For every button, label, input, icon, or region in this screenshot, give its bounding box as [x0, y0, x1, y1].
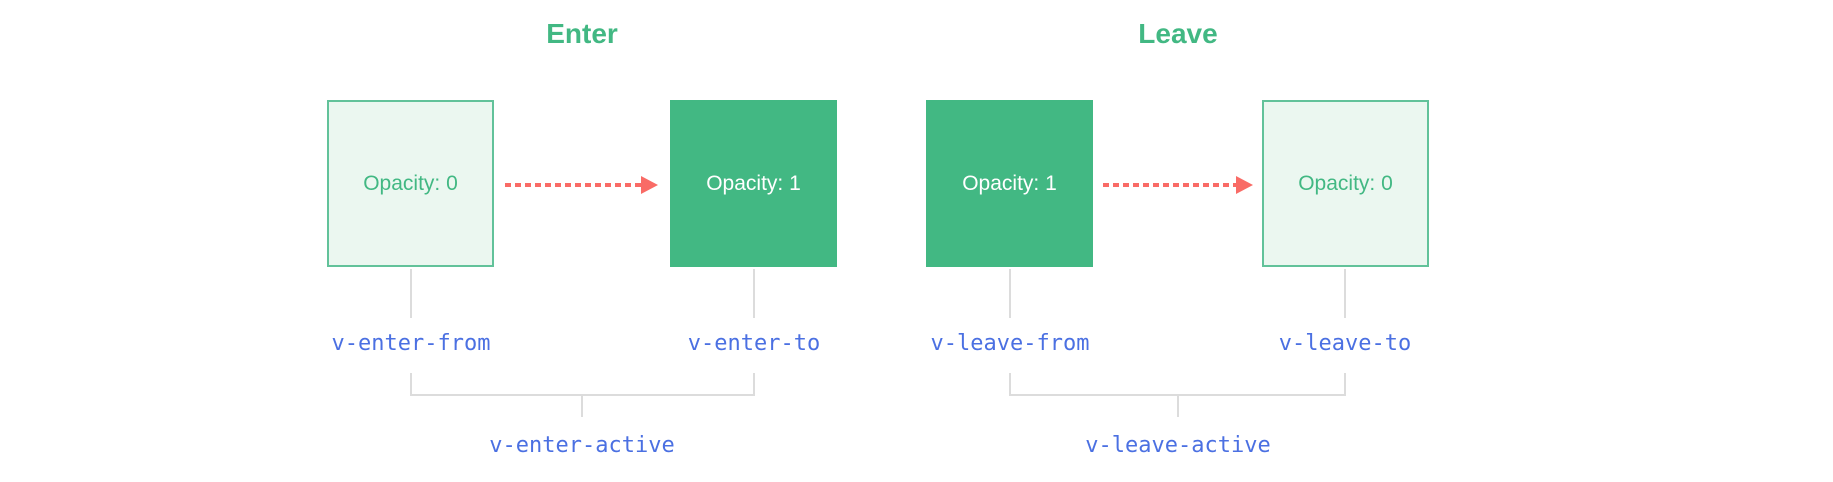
enter-from-box-label: Opacity: 0 — [363, 171, 458, 195]
connector-line — [410, 269, 412, 318]
connector-line — [1009, 269, 1011, 318]
connector-line — [1177, 396, 1179, 417]
bracket — [410, 373, 755, 396]
enter-active-class-label: v-enter-active — [489, 433, 675, 458]
leave-title: Leave — [1138, 18, 1218, 49]
leave-diagram: Leave Opacity: 1 Opacity: 0 v-leave-from… — [926, 0, 1430, 482]
enter-from-class-label: v-enter-from — [331, 331, 491, 356]
enter-to-box-label: Opacity: 1 — [706, 171, 801, 195]
enter-to-box: Opacity: 1 — [670, 100, 837, 267]
dashed-line — [1103, 183, 1236, 187]
enter-diagram: Enter Opacity: 0 Opacity: 1 v-enter-from… — [327, 0, 838, 482]
bracket — [1009, 373, 1346, 396]
enter-from-box: Opacity: 0 — [327, 100, 494, 267]
leave-from-class-label: v-leave-from — [930, 331, 1090, 356]
enter-to-class-label: v-enter-to — [687, 331, 821, 356]
enter-transition-arrow — [505, 176, 658, 194]
leave-transition-arrow — [1103, 176, 1253, 194]
connector-line — [581, 396, 583, 417]
leave-to-class-label: v-leave-to — [1278, 331, 1412, 356]
leave-from-box: Opacity: 1 — [926, 100, 1093, 267]
connector-line — [753, 269, 755, 318]
enter-title: Enter — [546, 18, 618, 49]
leave-to-box: Opacity: 0 — [1262, 100, 1429, 267]
dashed-line — [505, 183, 641, 187]
arrow-head-icon — [1236, 176, 1253, 194]
arrow-head-icon — [641, 176, 658, 194]
leave-to-box-label: Opacity: 0 — [1298, 171, 1393, 195]
leave-active-class-label: v-leave-active — [1085, 433, 1271, 458]
leave-from-box-label: Opacity: 1 — [962, 171, 1057, 195]
connector-line — [1344, 269, 1346, 318]
